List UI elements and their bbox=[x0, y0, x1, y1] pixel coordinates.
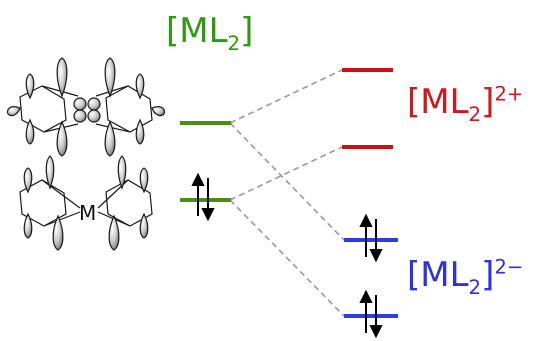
bracket-close: ] bbox=[481, 82, 495, 122]
molecule-upper-orbital bbox=[6, 57, 166, 157]
formula-base: ML bbox=[179, 11, 228, 51]
bracket-close: ] bbox=[481, 255, 495, 295]
correlation-lines bbox=[229, 69, 345, 317]
electron-pair-neutral-lower bbox=[191, 172, 215, 222]
charge-superscript: 2− bbox=[494, 255, 524, 279]
dication-levels bbox=[342, 68, 393, 149]
label-dication-complex: [ML2]2+ bbox=[407, 82, 524, 124]
bracket-open: [ bbox=[166, 11, 180, 51]
formula-subscript: 2 bbox=[468, 275, 482, 299]
formula-subscript: 2 bbox=[227, 31, 241, 55]
electron-pair-dianion-lower bbox=[359, 289, 383, 339]
correlation-line-upper-to-upper bbox=[229, 69, 343, 124]
formula-base: ML bbox=[420, 82, 469, 122]
metal-label: M bbox=[79, 201, 96, 225]
formula-subscript: 2 bbox=[468, 102, 482, 126]
correlation-line-upper-to-lower bbox=[229, 122, 345, 241]
bracket-close: ] bbox=[240, 11, 254, 51]
molecule-lower-orbital bbox=[19, 155, 153, 251]
electron-pair-dianion-upper bbox=[359, 213, 383, 263]
label-neutral-complex: [ML2] bbox=[166, 11, 254, 53]
bracket-open: [ bbox=[407, 82, 421, 122]
label-dianion-complex: [ML2]2− bbox=[407, 255, 524, 297]
correlation-line-lower-to-lower bbox=[229, 199, 345, 317]
electron-arrows bbox=[191, 172, 383, 339]
charge-superscript: 2+ bbox=[494, 82, 524, 106]
bracket-open: [ bbox=[407, 255, 421, 295]
dianion-levels bbox=[344, 238, 398, 318]
neutral-levels bbox=[180, 121, 231, 202]
correlation-line-lower-to-upper bbox=[229, 146, 343, 201]
formula-base: ML bbox=[420, 255, 469, 295]
